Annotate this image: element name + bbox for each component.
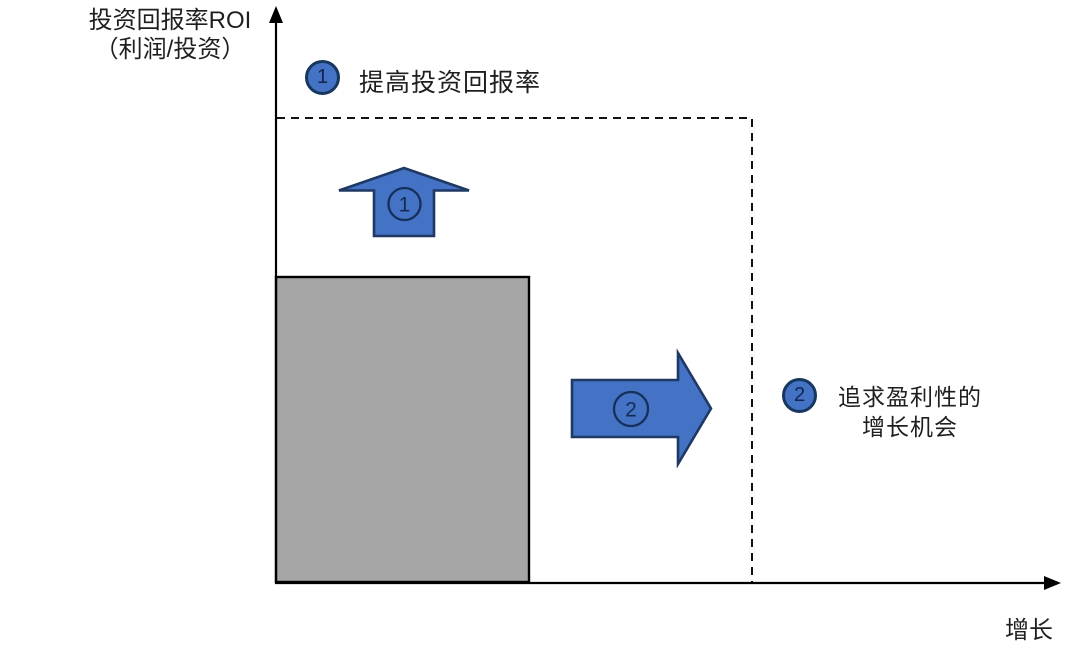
x-axis-label: 增长	[1005, 617, 1053, 644]
x-axis-arrowhead-icon	[1044, 576, 1061, 590]
y-axis-label-line2: （利润/投资）	[94, 36, 246, 63]
right-arrow: 2	[570, 348, 713, 469]
annotation-2-badge: 2	[782, 378, 817, 413]
annotation-2-text: 追求盈利性的 增长机会	[824, 382, 996, 442]
annotation-1-badge: 1	[305, 60, 340, 95]
annotation-1-text: 提高投资回报率	[359, 69, 542, 97]
right-arrow-number-circle	[612, 390, 650, 428]
right-arrow-shape	[570, 348, 713, 469]
y-axis-label: 投资回报率ROI （利润/投资）	[64, 6, 276, 64]
annotation-2-text-line1: 追求盈利性的	[838, 384, 982, 410]
right-arrow-number: 2	[625, 399, 637, 422]
y-axis-label-line1: 投资回报率ROI	[88, 7, 252, 34]
up-arrow: 1	[338, 166, 470, 238]
up-arrow-shape	[338, 166, 470, 238]
up-arrow-number-circle	[387, 186, 422, 222]
dashed-target-boundary	[277, 117, 753, 582]
up-arrow-number: 1	[399, 194, 411, 217]
y-axis-arrowhead-icon	[269, 6, 283, 23]
current-position-bar	[274, 275, 531, 584]
annotation-2-text-line2: 增长机会	[862, 414, 958, 440]
